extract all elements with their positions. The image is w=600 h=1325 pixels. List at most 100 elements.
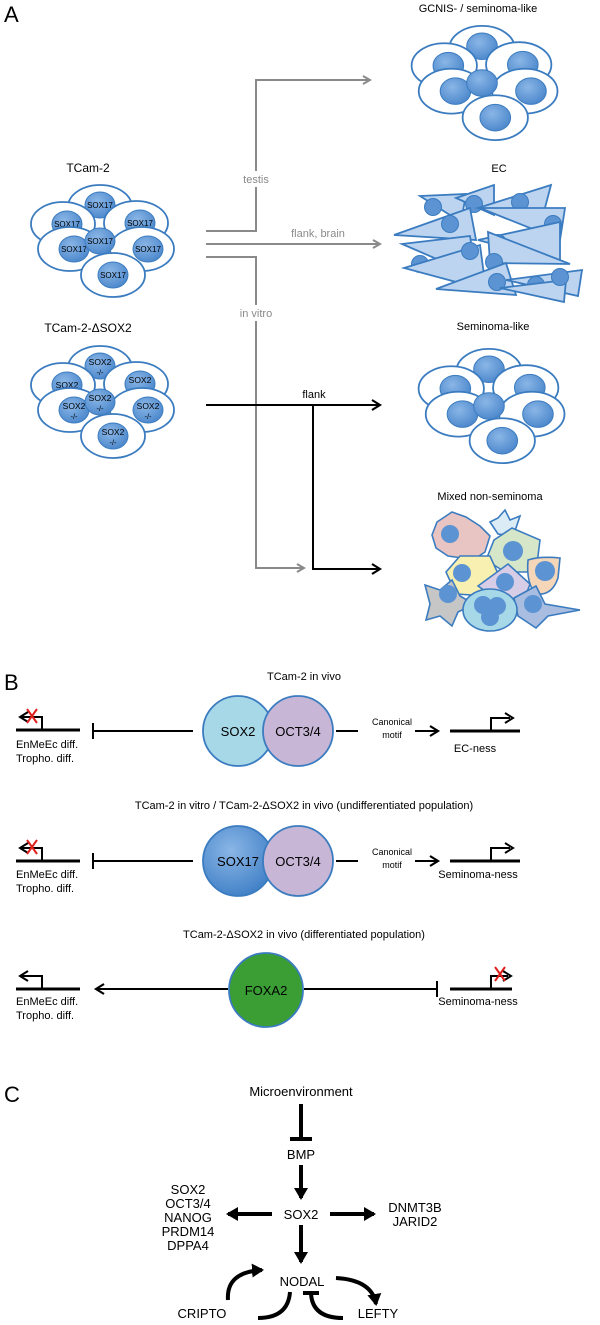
mixed-cell-pink xyxy=(431,511,491,561)
nucleus-label: SOX2 xyxy=(63,401,86,411)
nucleus-label: SOX2 xyxy=(56,380,79,390)
right-target: DNMT3B xyxy=(388,1200,441,1215)
cell-nucleus xyxy=(84,388,116,416)
cell-nucleus xyxy=(446,400,479,428)
row3-foxa2-label: FOXA2 xyxy=(245,983,288,998)
nucleus-label: SOX17 xyxy=(135,245,161,254)
row3-left-gene xyxy=(16,970,80,991)
row2-oct34-factor xyxy=(262,825,334,897)
nucleus-label: SOX2 xyxy=(129,375,152,385)
ec-cell-cluster xyxy=(393,183,584,304)
nucleus-label: SOX17 xyxy=(100,271,126,280)
cell-nucleus xyxy=(488,273,506,291)
row1-right-gene xyxy=(450,712,520,733)
tcam2-dsox2-cell-cluster: SOX2-/-SOX2SOX2-/-SOX2-/-SOX2-/-SOX2-/-S… xyxy=(30,345,175,459)
row1-oct34-label: OCT3/4 xyxy=(275,724,321,739)
nucleus-label-knockout: -/- xyxy=(144,412,152,421)
row3-foxa2-factor xyxy=(228,952,304,1028)
cell-nucleus xyxy=(551,268,569,286)
row3-title: TCam-2-ΔSOX2 in vivo (differentiated pop… xyxy=(183,929,425,941)
cripto-label: CRIPTO xyxy=(178,1306,227,1321)
nodal-label: NODAL xyxy=(280,1274,325,1289)
route-flank-branch-arrow xyxy=(312,405,383,575)
nucleus-label-knockout: -/- xyxy=(70,412,78,421)
bmp-label: BMP xyxy=(287,1147,315,1162)
left-target: SOX2 xyxy=(171,1182,206,1197)
nucleus-label: SOX17 xyxy=(127,219,153,228)
left-target: DPPA4 xyxy=(167,1238,209,1253)
cell-nucleus xyxy=(479,103,512,132)
outcome-ec-title: EC xyxy=(491,163,506,175)
cell-nucleus xyxy=(132,235,164,263)
cell-nucleus xyxy=(515,77,547,105)
nucleus-label: SOX2 xyxy=(89,393,112,403)
sox2-hub-label: SOX2 xyxy=(284,1207,319,1222)
row2-motif-label1: Canonical xyxy=(372,847,412,857)
microenvironment-label: Microenvironment xyxy=(249,1084,353,1099)
row3-inhibit-arrow xyxy=(304,981,438,997)
outcome-mixed-title: Mixed non-seminoma xyxy=(437,491,543,503)
micro-inhibits-bmp xyxy=(290,1104,312,1141)
row2-left-gene-label2: Tropho. diff. xyxy=(16,883,74,895)
nucleus-label: SOX2 xyxy=(137,401,160,411)
ec-cell xyxy=(499,278,567,304)
cell-nucleus xyxy=(132,396,164,424)
cell-nucleus xyxy=(441,215,459,233)
row3-right-gene-label: Seminoma-ness xyxy=(438,996,518,1008)
row1-oct34-factor xyxy=(262,695,334,767)
row1-left-gene-label2: Tropho. diff. xyxy=(16,753,74,765)
row2-sox17-label: SOX17 xyxy=(217,854,259,869)
route-label-flank-brain: flank, brain xyxy=(291,228,345,240)
blocked-x-icon xyxy=(494,966,506,982)
nucleus-label: SOX2 xyxy=(89,357,112,367)
outcome-gcnis-title: GCNIS- / seminoma-like xyxy=(419,3,538,15)
outcome-seminoma-title: Seminoma-like xyxy=(457,321,530,333)
black-route xyxy=(206,399,383,575)
left-target: PRDM14 xyxy=(162,1224,215,1239)
route-testis-arrow xyxy=(206,80,370,232)
row2-title: TCam-2 in vitro / TCam-2-ΔSOX2 in vivo (… xyxy=(135,800,473,812)
row3-right-gene xyxy=(450,966,513,991)
row2-motif-label2: motif xyxy=(382,860,402,870)
route-in-vitro-arrow xyxy=(206,256,304,568)
cell-nucleus xyxy=(461,242,479,260)
gray-routes xyxy=(206,80,380,568)
cell-nucleus xyxy=(97,261,129,289)
nodal-to-lefty-arrow xyxy=(335,1276,382,1306)
route-label-flank: flank xyxy=(302,389,326,401)
row1-left-gene xyxy=(16,708,80,732)
row3-left-gene-label1: EnMeEc diff. xyxy=(16,996,78,1008)
cell-nucleus xyxy=(424,198,442,216)
row1-left-gene-label1: EnMeEc diff. xyxy=(16,739,78,751)
row1-motif-label1: Canonical xyxy=(372,717,412,727)
route-label-testis: testis xyxy=(243,174,269,186)
cell-nucleus xyxy=(486,426,519,455)
row2-left-gene xyxy=(16,839,80,863)
row2-oct34-label: OCT3/4 xyxy=(275,854,321,869)
right-targets-list: DNMT3B JARID2 xyxy=(388,1200,441,1229)
row2-inhibit-arrow xyxy=(92,853,193,869)
row1-right-gene-label: EC-ness xyxy=(454,743,497,755)
nodal-to-cripto-curve xyxy=(257,1291,292,1320)
row2-right-gene xyxy=(450,842,520,863)
row1-sox2-label: SOX2 xyxy=(221,724,256,739)
row1-title: TCam-2 in vivo xyxy=(267,671,341,683)
route-label-in-vitro: in vitro xyxy=(240,308,272,320)
left-target: OCT3/4 xyxy=(165,1196,211,1211)
row2-left-gene-label1: EnMeEc diff. xyxy=(16,869,78,881)
nucleus-label: SOX2 xyxy=(102,427,125,437)
panel-a-letter: A xyxy=(4,2,19,27)
nucleus-label-knockout: -/- xyxy=(109,438,117,447)
nucleus-label-knockout: -/- xyxy=(96,368,104,377)
ec-cell xyxy=(487,230,571,265)
row3-left-gene-label2: Tropho. diff. xyxy=(16,1010,74,1022)
lefty-inhibits-nodal xyxy=(303,1291,344,1320)
mixed-nonseminoma-cluster xyxy=(423,508,581,632)
nucleus-label: SOX17 xyxy=(61,245,87,254)
blocked-x-icon xyxy=(26,839,38,855)
mixed-cell-gray xyxy=(423,578,476,628)
row2-right-gene-label: Seminoma-ness xyxy=(438,869,518,881)
cell-nucleus xyxy=(439,77,472,105)
